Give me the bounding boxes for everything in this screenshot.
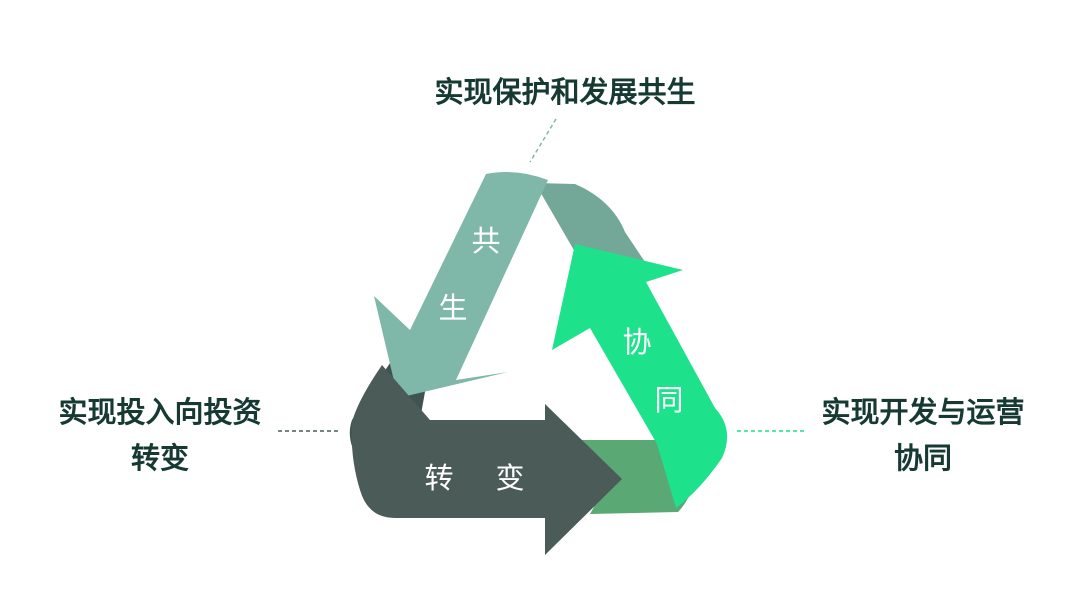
caption-transform-line-1: 实现投入向投资 — [58, 395, 262, 429]
caption-coexist-text: 实现保护和发展共生 — [434, 75, 696, 109]
transform-char-1: 转 — [424, 461, 453, 495]
arrow-synergy — [552, 244, 728, 508]
fold-top — [535, 183, 645, 262]
arrow-transform — [351, 365, 622, 555]
caption-coexist: 实现保护和发展共生 — [410, 70, 720, 116]
coexist-char-1: 共 — [471, 224, 500, 258]
synergy-char-1: 协 — [622, 325, 651, 359]
caption-transform-line-2: 转变 — [130, 440, 189, 475]
leader-line-top — [529, 118, 557, 163]
coexist-char-2: 生 — [438, 291, 467, 325]
arrow-coexist — [374, 172, 548, 398]
caption-transform: 实现投入向投资 转变 — [30, 390, 290, 482]
caption-synergy-line-2: 协同 — [893, 440, 952, 475]
synergy-char-2: 同 — [654, 383, 683, 417]
transform-char-2: 变 — [495, 461, 524, 495]
caption-synergy-line-1: 实现开发与运营 — [821, 395, 1025, 429]
caption-synergy: 实现开发与运营 协同 — [798, 390, 1048, 482]
